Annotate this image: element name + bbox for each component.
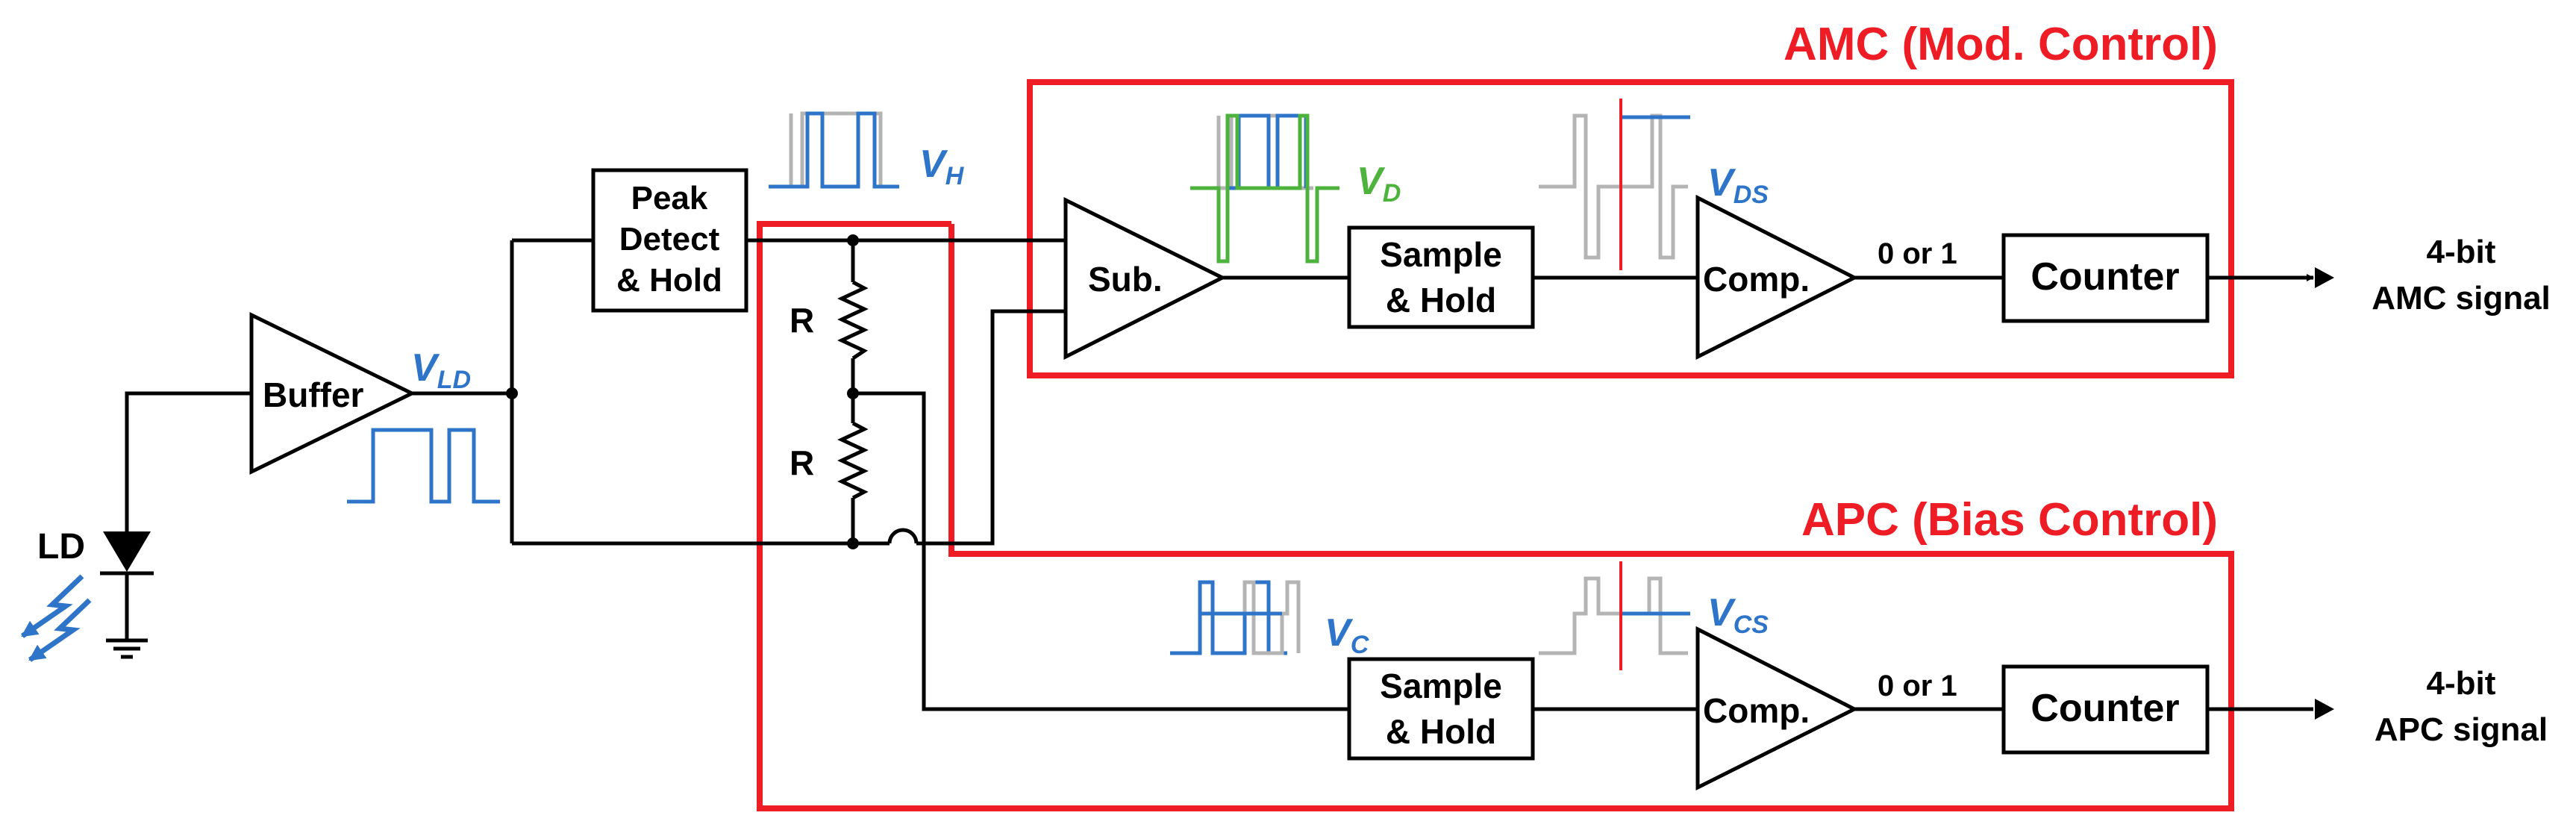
apc-comp-out-label: 0 or 1 <box>1878 670 1957 702</box>
wire-to-sub-minus <box>916 309 1066 546</box>
amc-region <box>1027 79 2234 378</box>
junction-r-top <box>847 234 859 246</box>
amc-title: AMC (Mod. Control) <box>1783 19 2218 70</box>
arrow-icon <box>2315 267 2334 288</box>
junction-r-bot <box>847 537 859 549</box>
apc-output-label-2: APC signal <box>2375 711 2548 748</box>
ld-label: LD <box>37 527 85 567</box>
junction-vld <box>506 387 518 399</box>
wire-to-apc-sh <box>853 391 1349 711</box>
v-h-label: VH <box>919 143 965 190</box>
apc-region <box>757 221 2234 811</box>
amc-comp-out-label: 0 or 1 <box>1878 237 1957 270</box>
waveform-vld <box>347 428 500 504</box>
arrow-icon <box>2315 699 2334 720</box>
v-ds-label: VDS <box>1707 161 1769 209</box>
wire-ld-buffer <box>125 391 250 537</box>
v-d-label: VD <box>1357 160 1401 208</box>
resistor-label-bottom: R <box>790 443 814 482</box>
amc-counter-label: Counter <box>2031 255 2179 299</box>
waveform-vd-blue <box>1228 113 1308 190</box>
peak-detect-hold-block <box>591 168 748 313</box>
v-ld-label: VLD <box>411 346 471 394</box>
wire-hop <box>887 528 919 544</box>
amc-counter-block <box>2001 233 2210 323</box>
apc-comparator-block <box>1695 626 1859 791</box>
apc-output-label-1: 4-bit <box>2427 665 2496 702</box>
waveform-vd-green <box>1190 113 1339 263</box>
amc-comparator-block <box>1695 194 1859 361</box>
apc-sh-label-2: & Hold <box>1386 712 1496 751</box>
peak-label-3: & Hold <box>616 262 722 299</box>
resistor-icon <box>837 421 869 500</box>
waveform-vc-blue <box>1170 580 1287 655</box>
sub-label: Sub. <box>1088 260 1163 299</box>
waveform-vcs-gray <box>1539 576 1688 655</box>
v-cs-label: VCS <box>1707 591 1769 639</box>
laser-diode-icon <box>100 531 154 639</box>
buffer-label: Buffer <box>263 375 364 414</box>
peak-label-2: Detect <box>619 221 720 258</box>
amc-sh-label-2: & Hold <box>1386 281 1496 319</box>
amc-output-label-2: AMC signal <box>2372 280 2551 316</box>
ground-icon <box>106 638 148 659</box>
peak-label-1: Peak <box>631 180 708 216</box>
waveform-vh-blue <box>769 111 899 189</box>
waveform-vds-gray <box>1539 113 1688 260</box>
amc-sh-label-1: Sample <box>1380 235 1502 274</box>
resistor-icon <box>837 280 869 361</box>
amc-sample-hold-block <box>1347 225 1535 329</box>
apc-sh-label-1: Sample <box>1380 667 1502 705</box>
light-emission-icon <box>21 574 92 662</box>
buffer-block <box>249 311 416 475</box>
amc-output-label-1: 4-bit <box>2427 234 2496 270</box>
waveform-vc-gray <box>1215 580 1301 655</box>
resistor-label-top: R <box>790 301 814 340</box>
apc-counter-block <box>2001 664 2210 755</box>
amc-comp-label: Comp. <box>1703 260 1810 299</box>
apc-comp-label: Comp. <box>1703 691 1810 730</box>
apc-counter-label: Counter <box>2031 687 2179 730</box>
apc-sample-hold-block <box>1347 657 1535 761</box>
subtractor-block <box>1063 196 1227 361</box>
v-c-label: VC <box>1325 611 1369 659</box>
apc-title: APC (Bias Control) <box>1801 494 2218 546</box>
